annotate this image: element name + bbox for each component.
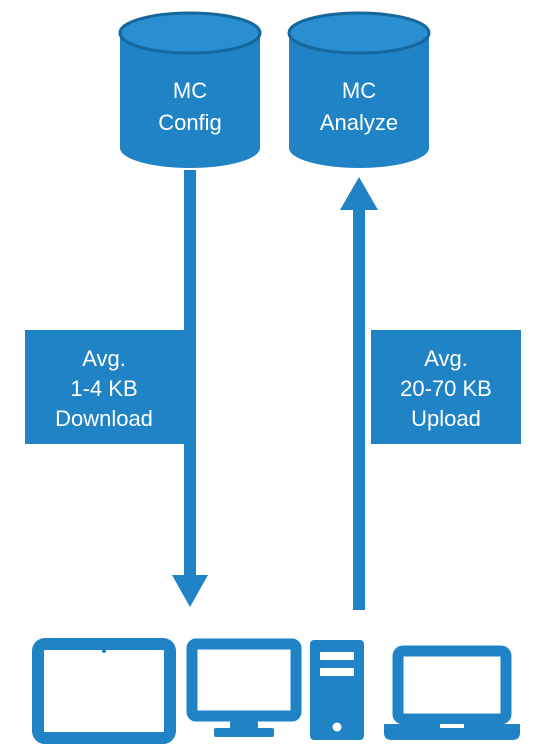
db-analyze-cylinder [289, 33, 429, 168]
download-arrow [172, 170, 208, 607]
db-config-top [118, 11, 262, 55]
upload-arrow-shaft [353, 205, 365, 610]
upload-label-3: Upload [411, 406, 481, 431]
upload-label-2: 20-70 KB [400, 376, 492, 401]
download-label-3: Download [55, 406, 153, 431]
tablet-icon [32, 638, 176, 744]
tower-pc-icon [310, 640, 364, 740]
upload-arrow [340, 177, 378, 610]
db-analyze-label-1: MC [342, 78, 376, 103]
download-box-bg [25, 330, 184, 444]
download-arrow-head [172, 575, 208, 607]
db-config-cylinder [120, 33, 260, 168]
db-analyze-label-2: Analyze [320, 110, 398, 135]
download-label-2: 1-4 KB [70, 376, 137, 401]
download-arrow-shaft [184, 170, 196, 580]
laptop-icon [384, 645, 520, 740]
db-analyze: MC Analyze [287, 11, 431, 168]
db-config: MC Config [118, 11, 262, 168]
db-analyze-top [287, 11, 431, 55]
download-info-box: Avg. 1-4 KB Download [25, 330, 184, 444]
desktop-monitor-icon [186, 638, 302, 737]
upload-box-bg [371, 330, 521, 444]
db-config-label-2: Config [158, 110, 222, 135]
upload-label-1: Avg. [424, 346, 468, 371]
upload-arrow-head [340, 177, 378, 210]
db-config-label-1: MC [173, 78, 207, 103]
upload-info-box: Avg. 20-70 KB Upload [371, 330, 521, 444]
download-label-1: Avg. [82, 346, 126, 371]
